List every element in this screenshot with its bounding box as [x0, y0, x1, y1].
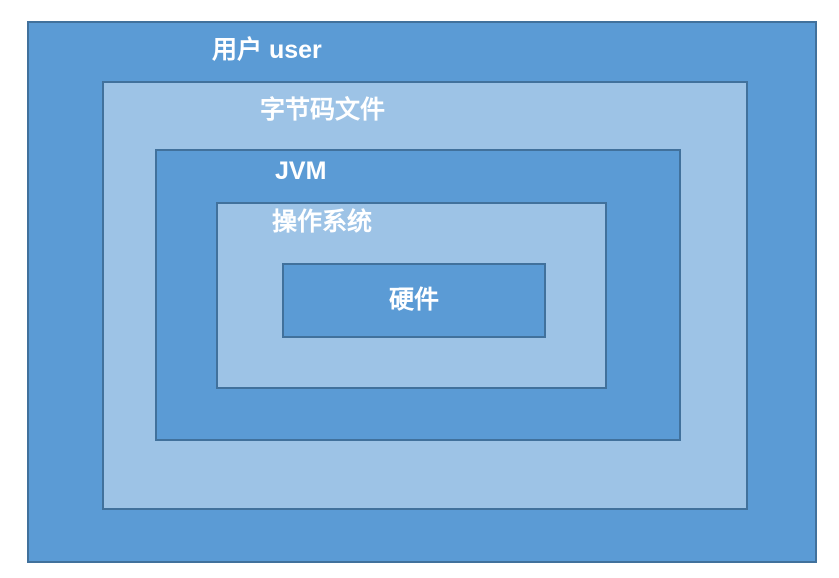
layer-box-hardware: 硬件 — [282, 263, 546, 338]
layer-label-jvm: JVM — [275, 157, 327, 185]
layer-box-os: 操作系统 硬件 — [216, 202, 607, 389]
layer-label-hardware: 硬件 — [388, 286, 439, 314]
layer-box-user: 用户 user 字节码文件 JVM 操作系统 硬件 — [27, 21, 817, 563]
layer-box-jvm: JVM 操作系统 硬件 — [155, 149, 681, 441]
layer-label-os: 操作系统 — [272, 208, 373, 236]
layer-label-user: 用户 user — [212, 36, 322, 64]
layer-label-bytecode: 字节码文件 — [260, 96, 386, 124]
layer-box-bytecode: 字节码文件 JVM 操作系统 硬件 — [102, 81, 748, 510]
